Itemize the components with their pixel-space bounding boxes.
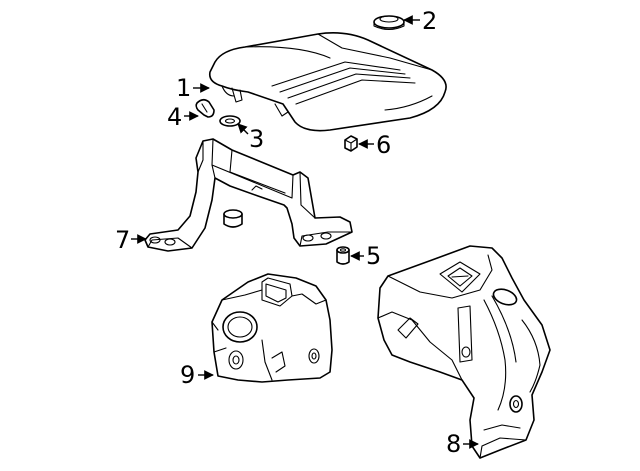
callout-3-label: 3: [249, 125, 264, 153]
clip[interactable]: [195, 98, 215, 118]
callout-6-label: 6: [376, 131, 391, 159]
callout-2: 2: [403, 7, 437, 35]
callout-8-label: 8: [446, 430, 461, 458]
callout-5: 5: [350, 242, 381, 270]
callout-1-label: 1: [176, 74, 191, 102]
callout-3-arrow: [237, 123, 249, 135]
callout-6: 6: [358, 131, 391, 159]
callout-8: 8: [446, 430, 479, 458]
callout-9-label: 9: [180, 361, 195, 389]
heat-shield-right[interactable]: [377, 245, 551, 459]
engine-cover[interactable]: [208, 32, 447, 132]
washer[interactable]: [219, 115, 241, 127]
callout-4-label: 4: [167, 103, 182, 131]
callout-5-label: 5: [366, 242, 381, 270]
callout-7-label: 7: [115, 226, 130, 254]
callout-9: 9: [180, 361, 214, 389]
callout-3: 3: [237, 123, 264, 153]
spacer[interactable]: [336, 246, 350, 265]
callout-4: 4: [167, 103, 199, 131]
callout-7: 7: [115, 226, 147, 254]
cover-bracket[interactable]: [144, 138, 353, 252]
callout-2-label: 2: [422, 7, 437, 35]
grommet[interactable]: [373, 15, 405, 31]
nut[interactable]: [344, 135, 358, 152]
heat-shield-left[interactable]: [211, 273, 333, 383]
callout-1: 1: [176, 74, 210, 102]
